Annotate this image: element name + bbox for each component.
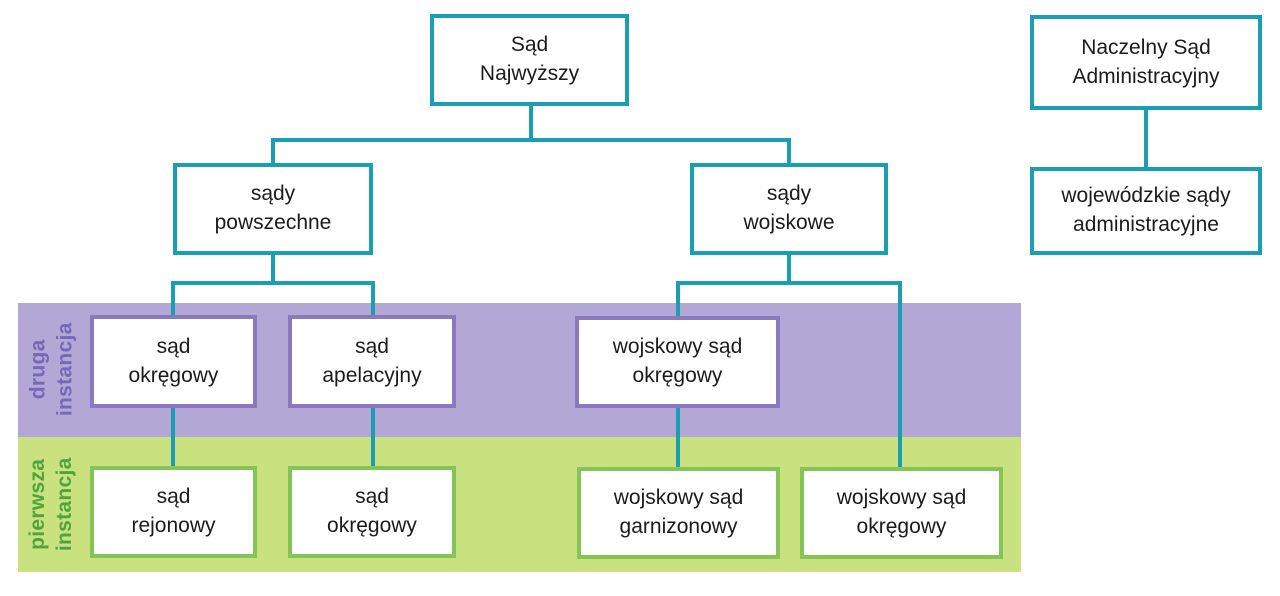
node-label-line: Naczelny Sąd: [1081, 35, 1211, 59]
band-label-line: instancja: [53, 457, 77, 552]
node-sady-wojskowe: sądy wojskowe: [690, 163, 888, 255]
connector-row2-horizontal: [271, 138, 791, 142]
node-label-line: Najwyższy: [479, 62, 580, 85]
connector-okregowy-druga-to-rejonowy: [171, 406, 175, 468]
band-label-line: pierwsza: [26, 458, 50, 550]
node-naczelny-sad-administracyjny: Naczelny Sąd Administracyjny: [1030, 15, 1262, 110]
band-label-druga-instancja: druga instancja: [25, 302, 80, 436]
connector-drop-sady-powszechne: [271, 138, 275, 165]
band-label-line: instancja: [54, 322, 77, 417]
node-label-line: sąd: [156, 485, 191, 509]
connector-drop-sad-okregowy-druga: [171, 281, 175, 318]
node-label-line: sąd: [355, 334, 389, 358]
node-wojskowy-sad-okregowy-druga-instancja: wojskowy sąd okręgowy: [575, 316, 780, 408]
node-wojewodzkie-sady-administracyjne: wojewódzkie sądy administracyjne: [1030, 167, 1262, 255]
node-label-line: okręgowy: [856, 515, 947, 538]
node-label-line: Sąd: [510, 33, 549, 57]
node-sad-okregowy-pierwsza-instancja: sąd okręgowy: [288, 466, 456, 558]
node-label-line: okręgowy: [327, 514, 417, 537]
connector-wojskowe-horizontal: [676, 281, 902, 285]
connector-naczelny-to-wojewodzkie: [1144, 108, 1148, 169]
node-label-line: sądy: [250, 182, 296, 206]
node-sad-apelacyjny: sąd apelacyjny: [288, 315, 456, 408]
connector-powszechne-stub: [271, 253, 275, 285]
node-label-line: apelacyjny: [322, 363, 422, 387]
node-label-line: sąd: [156, 334, 191, 358]
node-label-line: powszechne: [214, 211, 332, 234]
band-label-line: druga: [26, 339, 50, 400]
node-label-line: wojskowe: [743, 211, 835, 234]
node-label-line: okręgowy: [632, 364, 723, 387]
connector-powszechne-horizontal: [171, 281, 375, 285]
connector-najwyzszy-stub: [529, 106, 533, 142]
node-label-line: wojskowy sąd: [836, 486, 967, 510]
node-label-line: Administracyjny: [1072, 64, 1220, 88]
node-label-line: administracyjne: [1073, 213, 1219, 236]
band-label-pierwsza-instancja: pierwsza instancja: [24, 437, 79, 572]
node-label-line: wojskowy sąd: [613, 486, 744, 510]
node-label-line: sądy: [766, 182, 812, 206]
node-label-line: rejonowy: [131, 514, 216, 537]
connector-wojskowy-okregowy-druga-to-garnizonowy: [676, 406, 680, 469]
node-label-line: wojskowy sąd: [612, 335, 743, 359]
node-wojskowy-sad-okregowy-pierwsza-instancja: wojskowy sąd okręgowy: [800, 467, 1003, 559]
node-sad-rejonowy: sąd rejonowy: [90, 466, 257, 558]
connector-drop-wojskowy-okregowy-druga: [676, 281, 680, 319]
connector-drop-sady-wojskowe: [787, 138, 791, 165]
node-sad-okregowy-druga-instancja: sąd okręgowy: [90, 315, 257, 408]
connector-wojskowe-stub: [787, 253, 791, 285]
node-wojskowy-sad-garnizonowy: wojskowy sąd garnizonowy: [577, 467, 780, 559]
connector-apelacyjny-to-okregowy-pierwsza: [371, 406, 375, 468]
node-sady-powszechne: sądy powszechne: [173, 163, 373, 255]
node-label-line: wojewódzkie sądy: [1061, 184, 1231, 208]
node-label-line: okręgowy: [128, 363, 219, 387]
node-sad-najwyzszy: Sąd Najwyższy: [430, 14, 629, 106]
connector-drop-sad-apelacyjny: [371, 281, 375, 318]
connector-wojskowe-to-okregowy-pierwsza-long: [898, 281, 902, 469]
node-label-line: garnizonowy: [619, 515, 738, 538]
node-label-line: sąd: [355, 485, 389, 509]
